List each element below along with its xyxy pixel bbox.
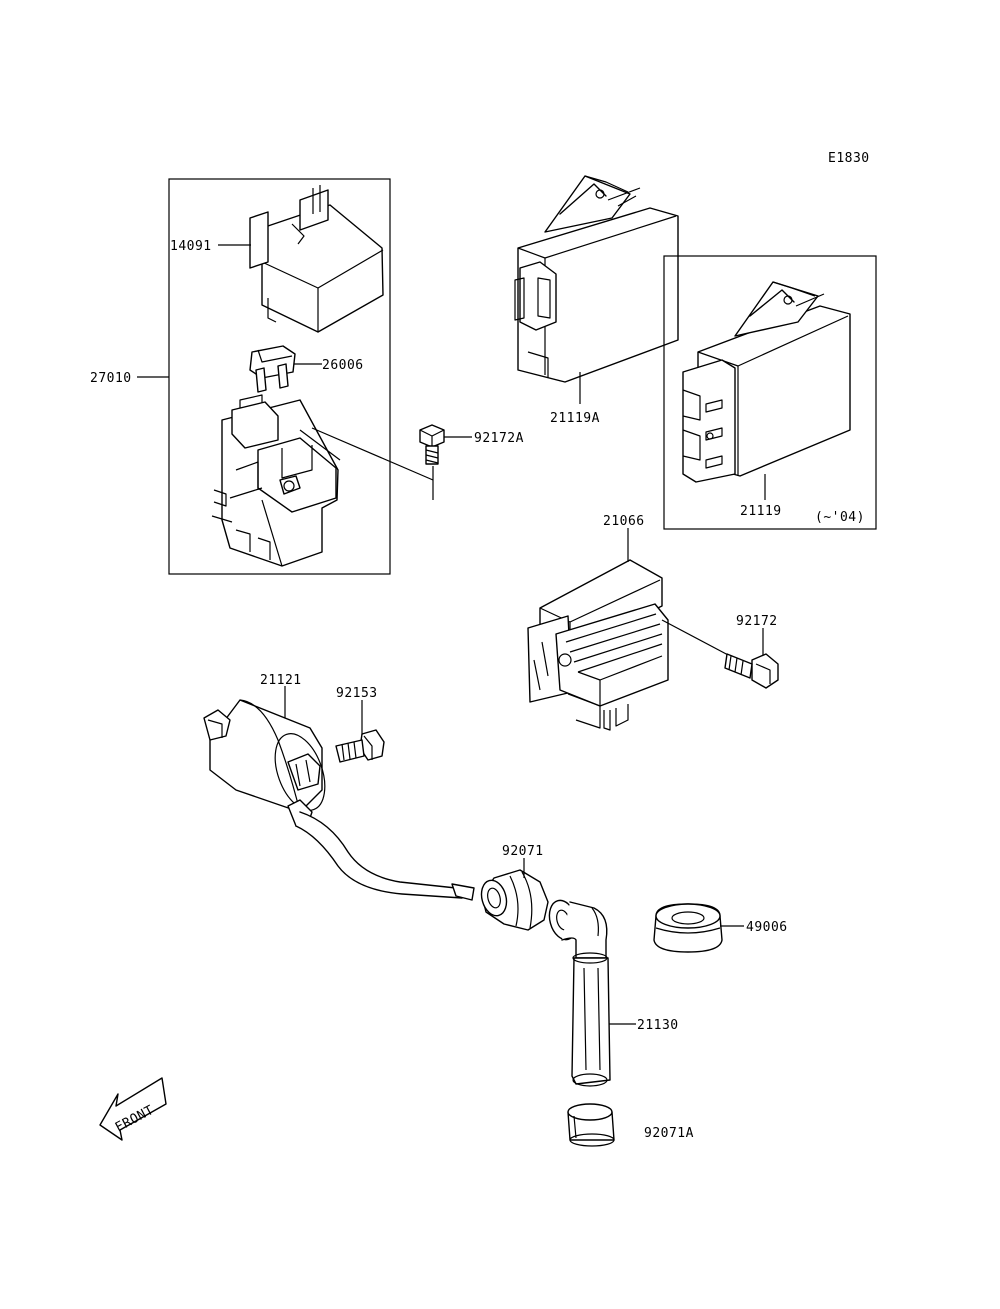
part-92172-bolt[interactable]	[724, 653, 779, 689]
part-junction-box-base[interactable]	[211, 394, 341, 567]
part-21121-ignition-coil[interactable]	[203, 699, 475, 901]
part-92071A-boot[interactable]	[567, 1103, 615, 1147]
part-21119-cdi-unit[interactable]	[682, 281, 851, 483]
part-92172A-bolt[interactable]	[419, 424, 445, 465]
front-arrow-icon: FRONT	[99, 1077, 167, 1141]
label-year-note: (~'04)	[815, 510, 865, 525]
label-92153: 92153	[336, 686, 378, 701]
label-92172A: 92172A	[474, 431, 524, 446]
label-92172: 92172	[736, 614, 778, 629]
diagram-code: E1830	[828, 151, 870, 166]
part-92153-bolt[interactable]	[335, 729, 385, 763]
leader-92172A	[311, 427, 434, 481]
label-49006: 49006	[746, 920, 788, 935]
label-92071: 92071	[502, 844, 544, 859]
part-49006-grommet[interactable]	[653, 903, 723, 953]
label-27010: 27010	[90, 371, 132, 386]
part-26006-fuse[interactable]	[249, 345, 296, 393]
label-26006: 26006	[322, 358, 364, 373]
label-14091: 14091	[170, 239, 212, 254]
part-92071-grommet[interactable]	[478, 869, 549, 931]
part-14091-cover[interactable]	[249, 185, 384, 333]
part-21119A-cdi-unit[interactable]	[514, 175, 679, 383]
cdi-variant-frame	[663, 255, 877, 530]
label-21119A: 21119A	[550, 411, 600, 426]
label-21119: 21119	[740, 504, 782, 519]
part-21130-spark-plug-cap[interactable]	[545, 897, 611, 1087]
label-21130: 21130	[637, 1018, 679, 1033]
label-92071A: 92071A	[644, 1126, 694, 1141]
label-21121: 21121	[260, 673, 302, 688]
label-21066: 21066	[603, 514, 645, 529]
part-21066-regulator[interactable]	[527, 559, 669, 731]
